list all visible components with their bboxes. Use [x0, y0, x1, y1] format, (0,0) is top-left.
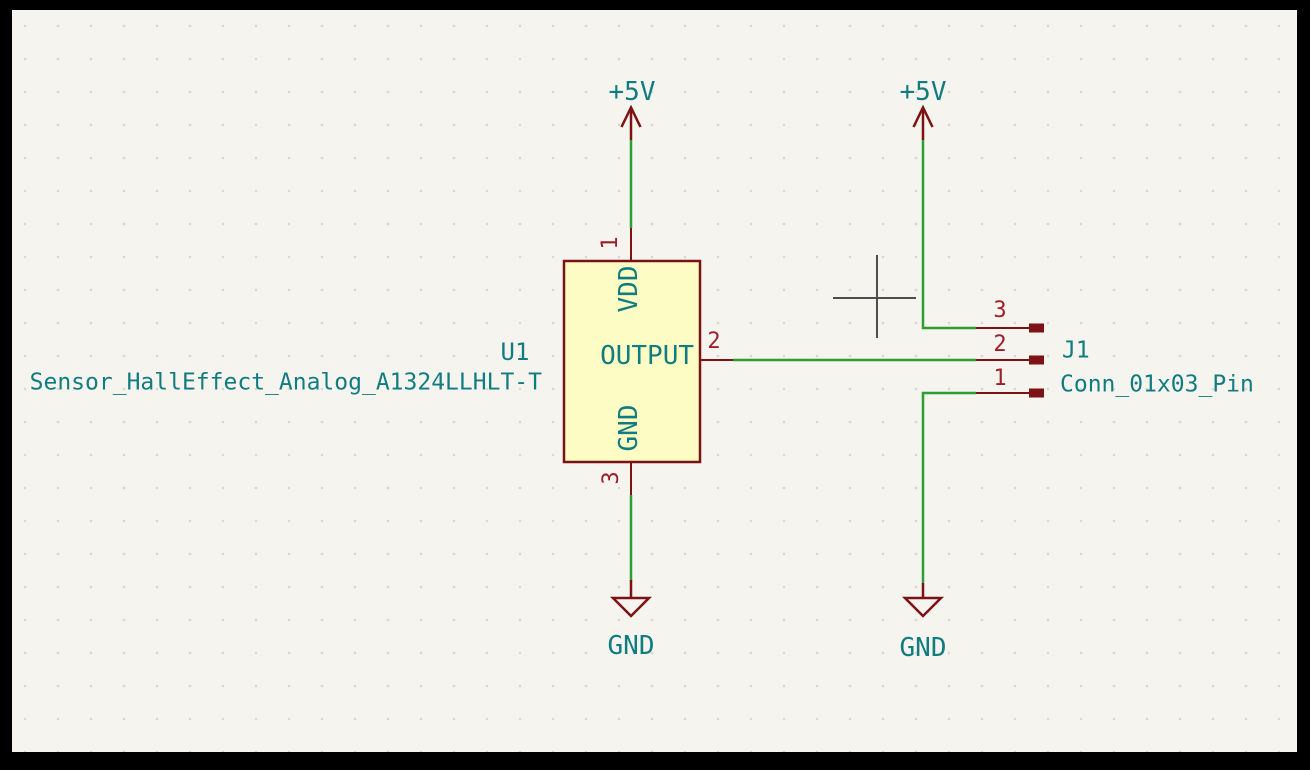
wire-j1-pin1-to-gnd[interactable]: [921, 391, 976, 583]
j1-reference[interactable]: J1: [1062, 337, 1090, 364]
power-symbol-gnd-left[interactable]: [609, 580, 653, 618]
vcc-label-right[interactable]: +5V: [899, 77, 947, 107]
u1-pin2-name: OUTPUT: [600, 341, 694, 371]
j1-pin2-pad: [1029, 355, 1044, 365]
j1-pin1-pad: [1029, 388, 1044, 398]
gnd-label-left[interactable]: GND: [607, 631, 655, 661]
u1-reference[interactable]: U1: [500, 338, 530, 366]
u1-pin1-name: VDD: [614, 265, 644, 313]
u1-value[interactable]: Sensor_HallEffect_Analog_A1324LLHLT-T: [29, 369, 542, 396]
j1-pin1-number: 1: [993, 366, 1007, 391]
power-symbol-vcc-left[interactable]: [620, 104, 642, 141]
j1-pin3-pad: [1029, 323, 1044, 333]
power-symbol-vcc-right[interactable]: [912, 104, 934, 141]
vcc-label-left[interactable]: +5V: [608, 77, 656, 107]
power-symbol-gnd-right[interactable]: [901, 583, 945, 618]
u1-pin2-number: 2: [707, 329, 721, 354]
j1-value[interactable]: Conn_01x03_Pin: [1060, 371, 1254, 398]
u1-pin3-name: GND: [614, 404, 644, 452]
j1-pin2-number: 2: [993, 332, 1007, 357]
u1-pin3-number: 3: [599, 471, 624, 485]
wire-vcc-to-j1-pin3[interactable]: [921, 140, 976, 330]
crosshair-cursor: [833, 255, 916, 338]
j1-symbol[interactable]: [976, 323, 1044, 398]
j1-pin3-number: 3: [993, 298, 1007, 323]
gnd-label-right[interactable]: GND: [899, 633, 947, 663]
u1-pin1-number: 1: [598, 236, 623, 250]
